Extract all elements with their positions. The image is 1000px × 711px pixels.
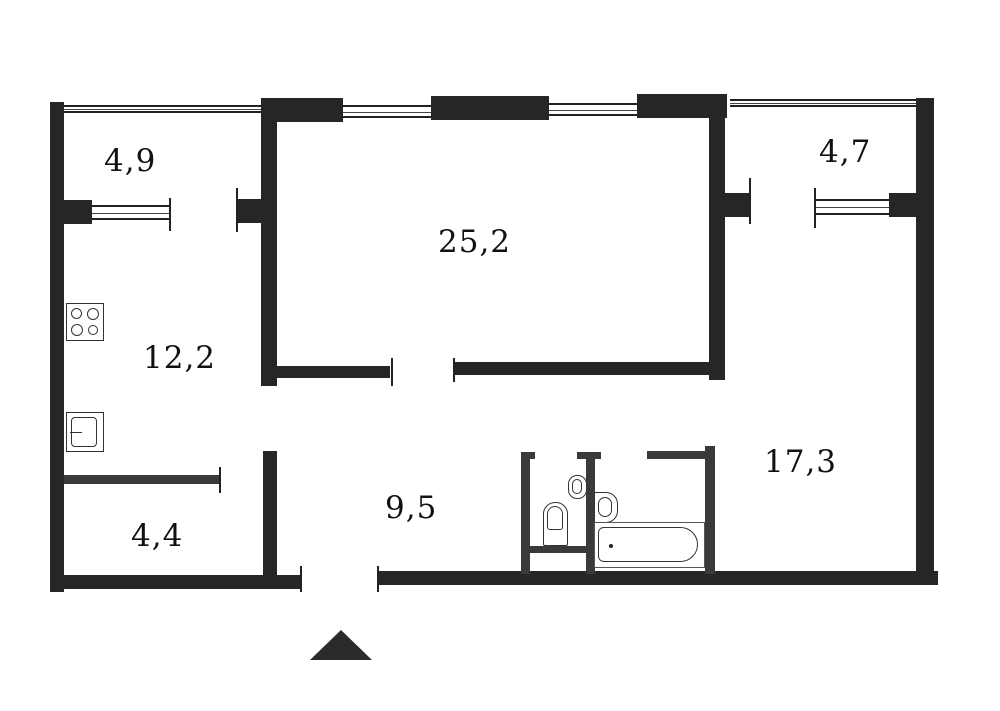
wall-right-outer bbox=[916, 98, 934, 585]
area-label-living-room: 25,2 bbox=[438, 224, 512, 260]
area-label-hallway: 9,5 bbox=[385, 490, 438, 526]
wall-left-outer bbox=[50, 102, 64, 592]
tub-drain bbox=[609, 544, 613, 548]
wall-wc-bath-divider bbox=[586, 454, 595, 574]
tub-basin bbox=[598, 527, 698, 562]
entrance-arrow-icon bbox=[310, 630, 372, 660]
wall-wc-left bbox=[521, 454, 530, 574]
living-window-2 bbox=[549, 103, 637, 116]
area-label-storage: 4,4 bbox=[131, 518, 184, 554]
wall-bottom-left bbox=[50, 575, 300, 589]
toilet-seat bbox=[547, 506, 563, 530]
wall-wc-top-right bbox=[577, 452, 601, 459]
washbasin-bath-icon bbox=[594, 492, 618, 523]
wall-wc-top-left bbox=[521, 452, 535, 459]
basin-inner bbox=[572, 479, 582, 494]
bedroom-balcony-window bbox=[815, 199, 890, 215]
toilet-icon bbox=[543, 502, 568, 546]
wall-living-bottom-left bbox=[263, 366, 390, 378]
burner bbox=[88, 325, 98, 335]
wall-bath-top bbox=[647, 451, 705, 459]
burner bbox=[71, 324, 83, 336]
wall-living-bottom-right bbox=[455, 362, 720, 375]
door-jamb bbox=[453, 358, 455, 382]
kitchen-balcony-window bbox=[92, 205, 170, 220]
burner bbox=[71, 308, 82, 319]
wall-storage-right bbox=[263, 451, 277, 583]
wall-living-balcony-stub bbox=[237, 199, 263, 223]
sink-faucet bbox=[70, 432, 82, 433]
wall-living-right bbox=[709, 94, 725, 380]
area-label-balcony-left: 4,9 bbox=[104, 143, 157, 179]
wall-living-top-mid bbox=[431, 96, 549, 120]
wall-bath-right bbox=[705, 446, 715, 574]
burner bbox=[87, 308, 99, 320]
wall-kitchen-balcony-stub bbox=[64, 200, 92, 224]
door-jamb bbox=[236, 188, 238, 232]
door-jamb bbox=[391, 358, 393, 386]
wall-wc-floor bbox=[530, 546, 586, 553]
wall-bedroom-balcony-stub-left bbox=[723, 193, 749, 217]
wall-kitchen-storage bbox=[64, 475, 219, 484]
wall-bottom-right bbox=[378, 571, 938, 585]
wall-bedroom-balcony-stub-right bbox=[889, 193, 919, 217]
area-label-balcony-right: 4,7 bbox=[819, 134, 872, 170]
door-jamb bbox=[814, 188, 816, 228]
area-label-bedroom: 17,3 bbox=[764, 444, 838, 480]
basin-inner bbox=[598, 497, 612, 517]
bathtub-icon bbox=[594, 522, 705, 568]
balcony-right-railing bbox=[730, 99, 916, 107]
balcony-left-railing bbox=[64, 105, 261, 113]
door-jamb bbox=[219, 467, 221, 493]
area-label-kitchen: 12,2 bbox=[143, 340, 217, 376]
washbasin-wc-icon bbox=[568, 475, 587, 499]
wall-living-left bbox=[261, 98, 277, 386]
door-jamb bbox=[169, 198, 171, 231]
door-jamb bbox=[749, 178, 751, 224]
door-jamb bbox=[300, 566, 302, 592]
sink-icon bbox=[66, 412, 104, 452]
door-jamb bbox=[377, 566, 379, 592]
stove-icon bbox=[66, 303, 104, 341]
living-window-1 bbox=[343, 105, 431, 118]
